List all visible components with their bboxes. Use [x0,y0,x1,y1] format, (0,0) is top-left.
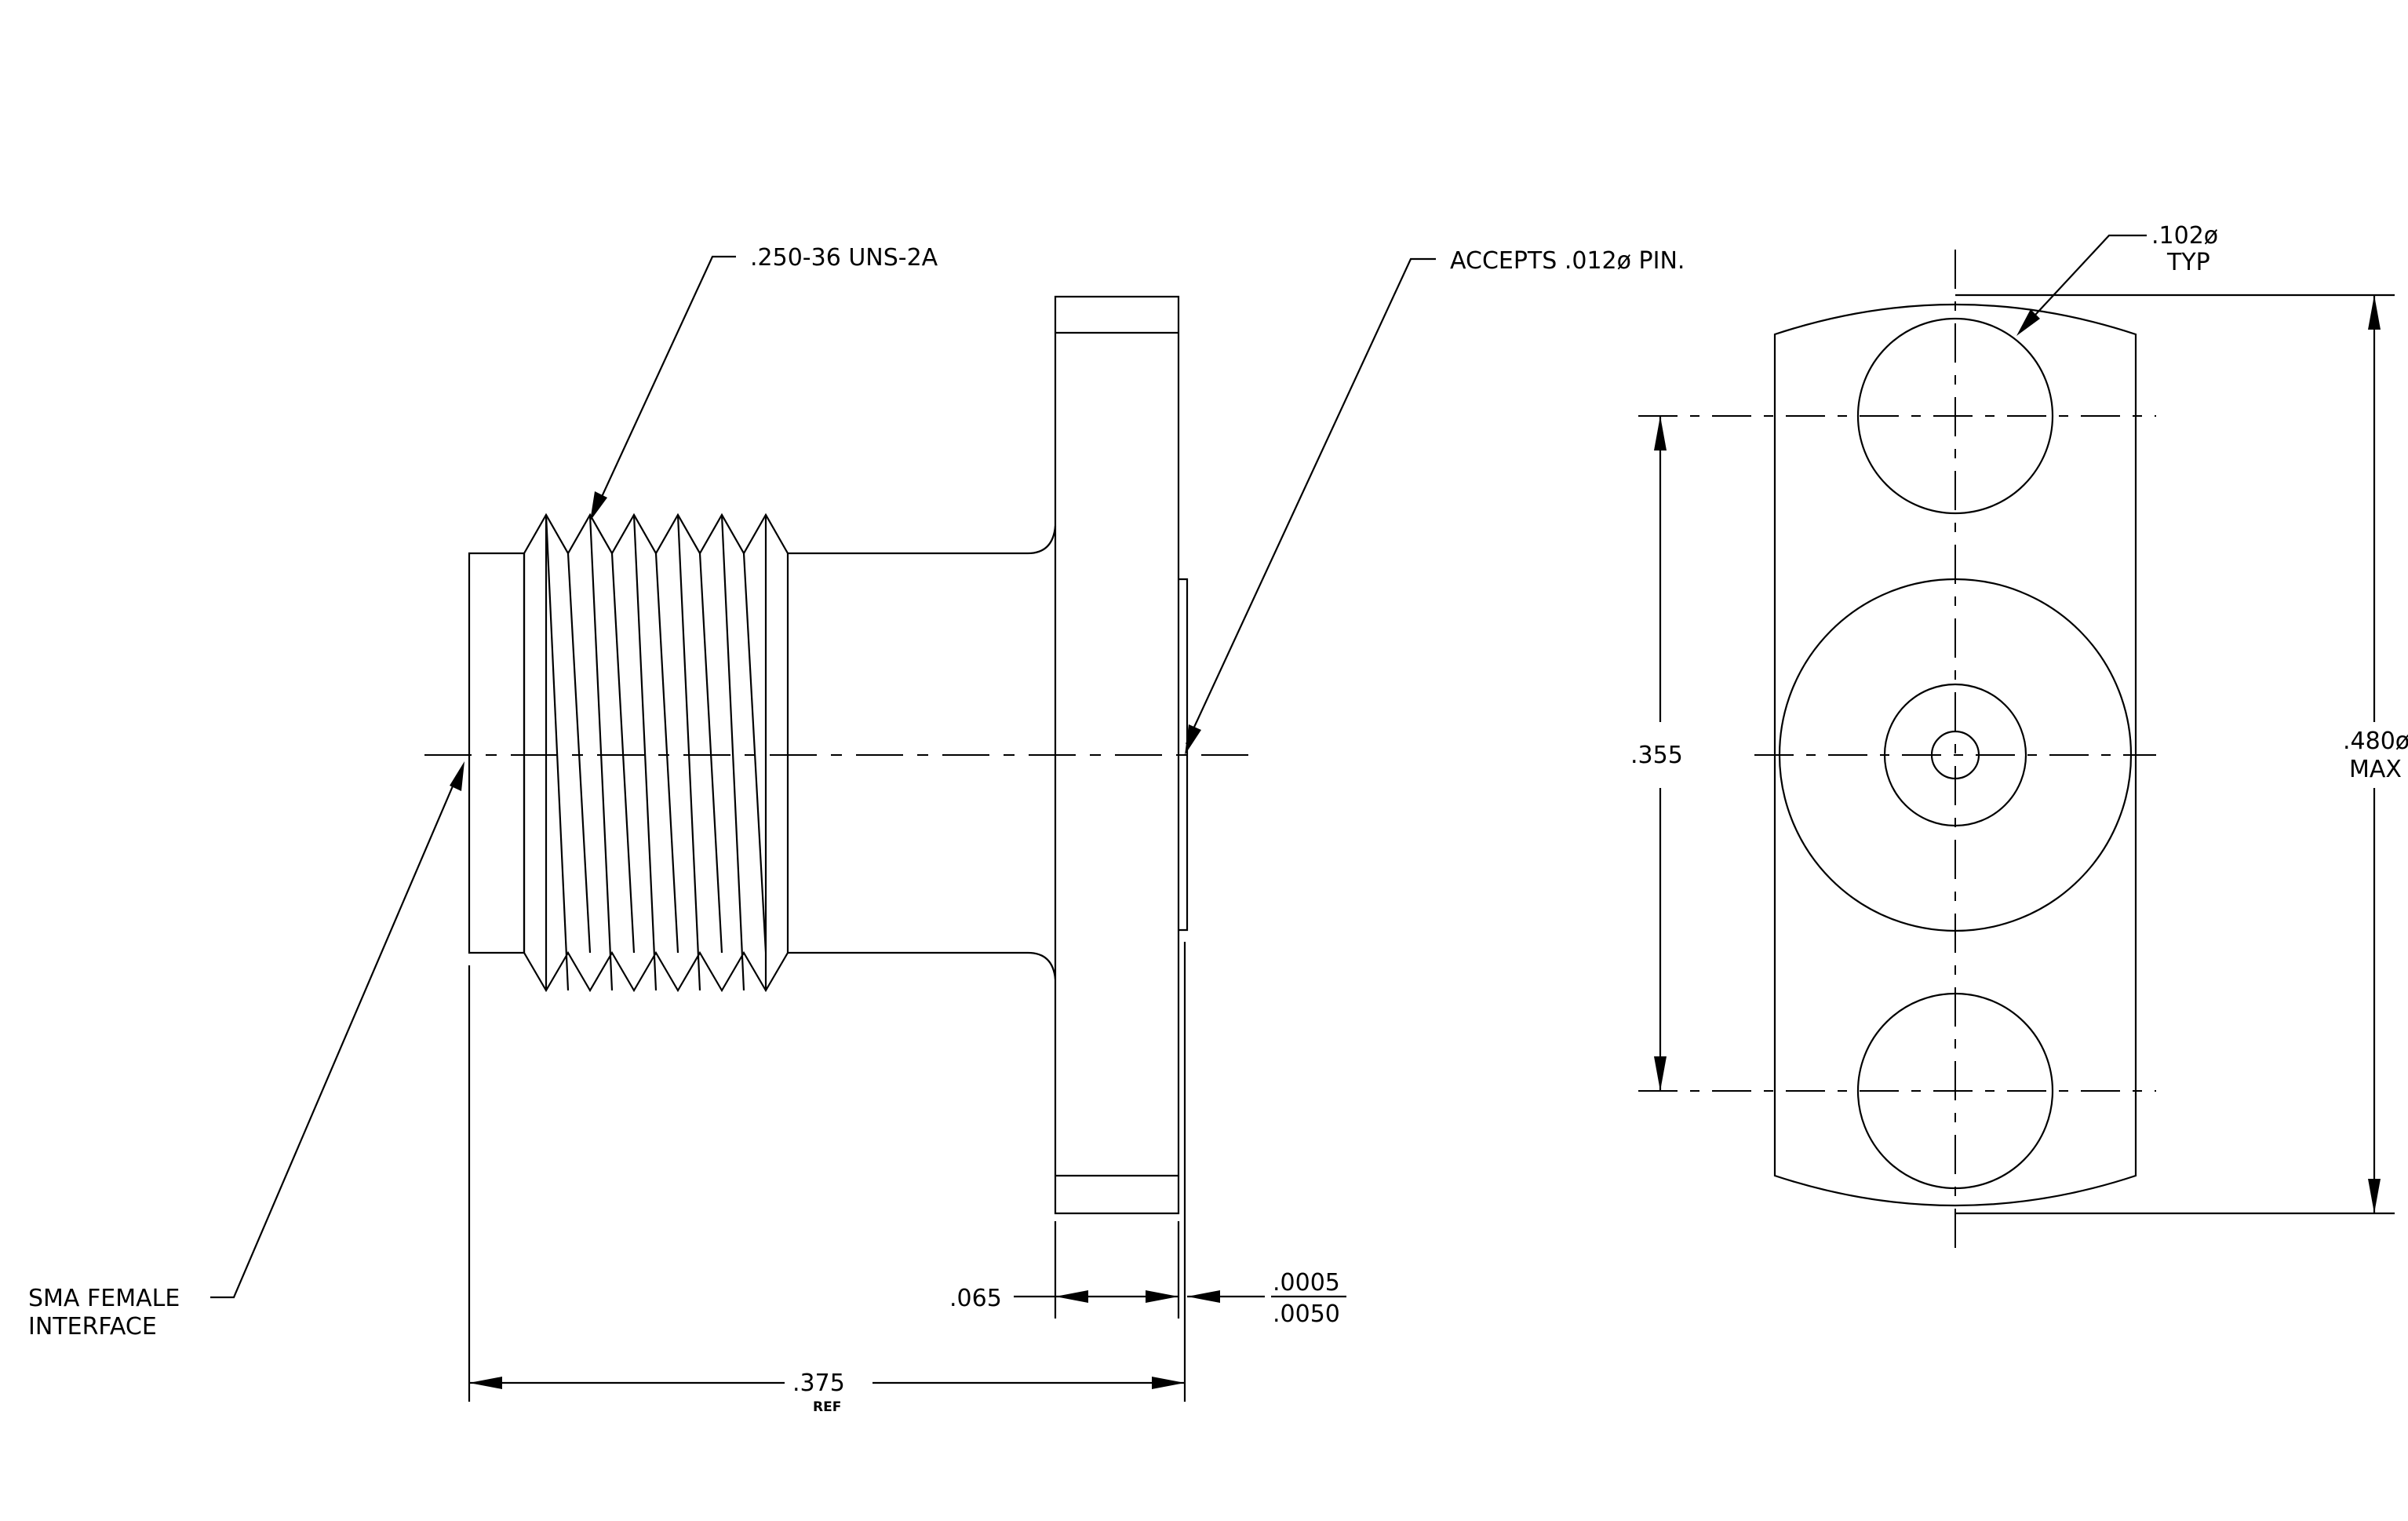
arrow-outer-bottom [2368,1179,2381,1213]
flange-outline [1773,303,2137,1207]
label-pin-tol-top: .0005 [1273,1269,1340,1297]
leader-interface [210,776,458,1299]
arrow-pin [1185,724,1201,755]
label-flange-thk: .065 [949,1285,1002,1312]
label-interface-line2: INTERFACE [28,1313,157,1340]
label-thread: .250-36 UNS-2A [750,244,938,272]
label-hole-spacing: .355 [1630,742,1683,769]
flange [1054,295,1180,1215]
thread-helix [545,514,767,991]
arrow-outer-top [2368,295,2381,330]
arrow-overall-right [1152,1377,1185,1389]
arrow-overall-left [469,1377,502,1389]
leader-thread [596,255,736,509]
arrow-spacing-top [1654,416,1667,450]
arrow-hole [2016,309,2040,336]
label-hole-typ: TYP [2166,249,2210,276]
mounting-hole-top [1856,317,2054,515]
label-pin-tol-bottom: .0050 [1273,1300,1340,1328]
arrow-spacing-bottom [1654,1056,1667,1091]
arrow-pin-tol [1187,1290,1220,1303]
interface-body [468,552,526,954]
label-hole-dia: .102ø [2151,222,2218,250]
thread-envelope [523,512,789,993]
front-view: .355 .480ø MAX .102ø TYP [1630,222,2408,1259]
neck-body [788,525,1057,980]
arrow-flange-right [1146,1290,1178,1303]
arrow-flange-left [1055,1290,1088,1303]
label-pin: ACCEPTS .012ø PIN. [1450,247,1685,275]
label-overall-len: .375 [792,1370,845,1397]
label-outer-max: MAX [2349,756,2402,783]
arrow-interface [450,761,464,791]
leader-hole [2025,234,2147,326]
side-view: .250-36 UNS-2A ACCEPTS .012ø PIN. SMA FE… [28,244,1685,1415]
label-interface-line1: SMA FEMALE [28,1285,180,1312]
label-outer-dia: .480ø [2343,728,2408,755]
leader-pin [1186,257,1436,745]
label-overall-ref: REF [813,1399,841,1415]
arrow-thread [590,491,607,521]
